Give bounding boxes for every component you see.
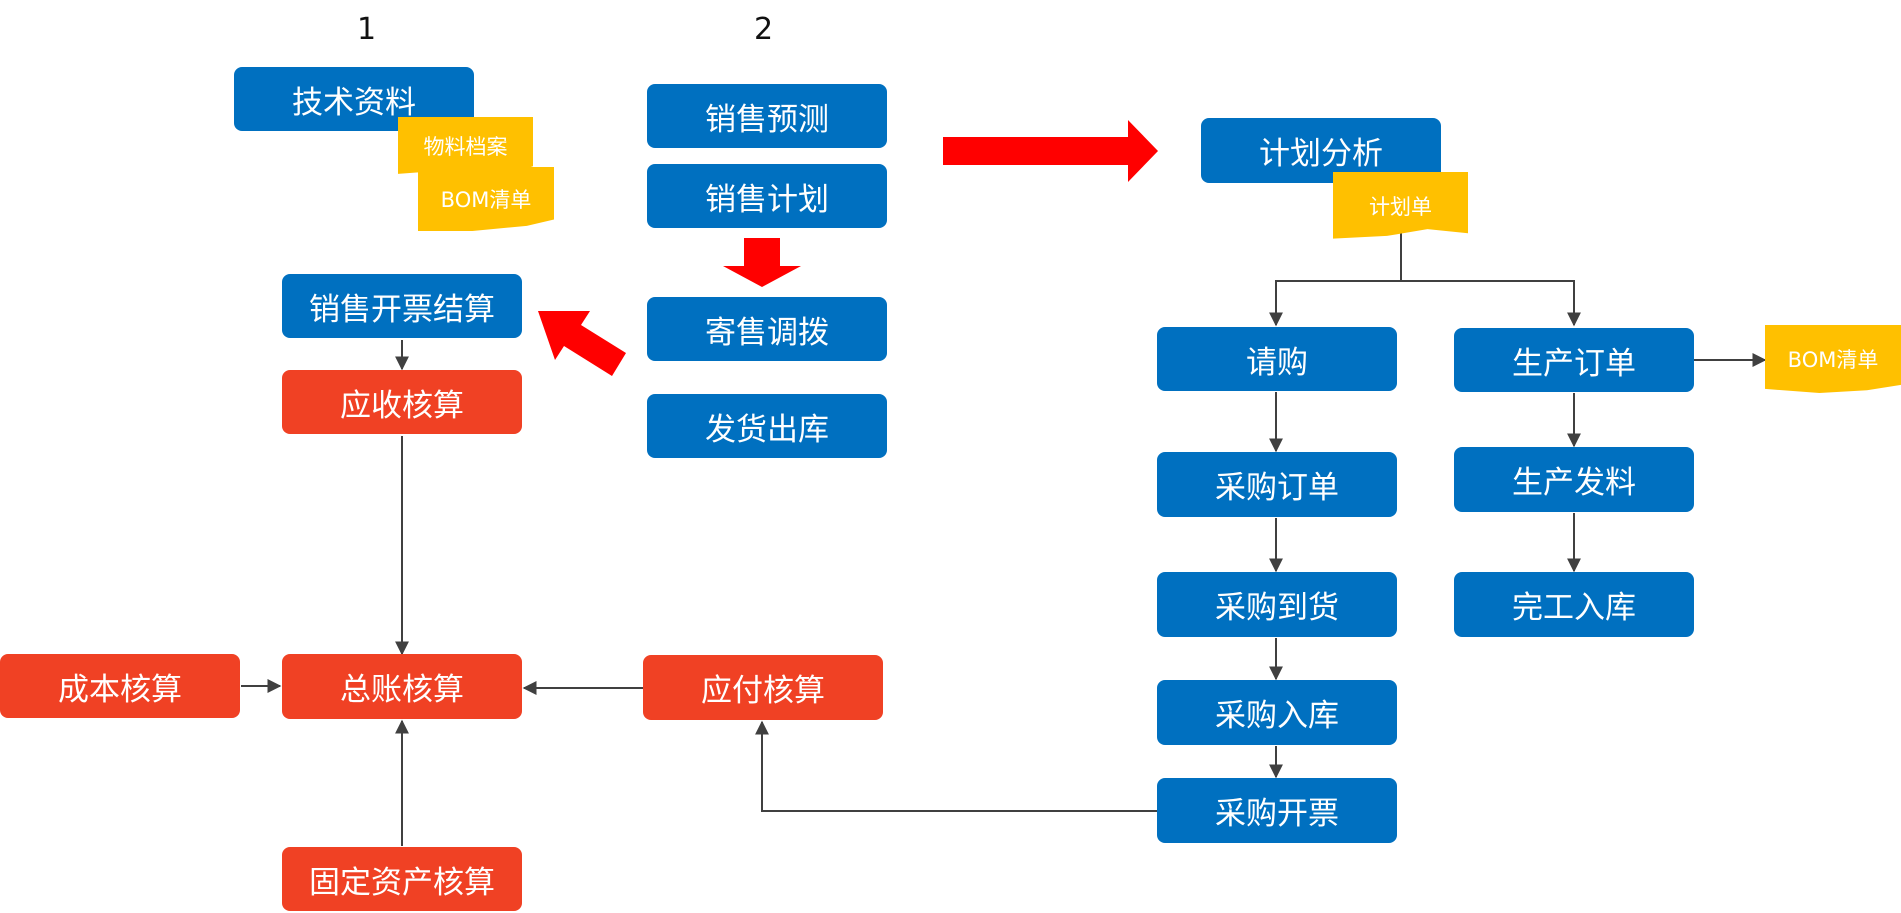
big-diagonal-arrow bbox=[538, 311, 626, 376]
connector-plan-branch-right bbox=[1401, 280, 1581, 327]
bom-list-document-production: BOM清单 bbox=[1765, 325, 1901, 393]
cost-accounting-node: 成本核算 bbox=[0, 654, 240, 718]
purchase-order-node: 采购订单 bbox=[1157, 452, 1397, 517]
general-ledger-node: 总账核算 bbox=[282, 654, 522, 719]
finished-inbound-node: 完工入库 bbox=[1454, 572, 1694, 637]
big-down-arrow bbox=[723, 238, 801, 287]
purchase-inbound-node: 采购入库 bbox=[1157, 680, 1397, 745]
sales-invoice-settlement-node: 销售开票结算 bbox=[282, 274, 522, 338]
purchase-invoice-node: 采购开票 bbox=[1157, 778, 1397, 843]
plan-sheet-document: 计划单 bbox=[1333, 172, 1468, 239]
production-order-node: 生产订单 bbox=[1454, 328, 1694, 392]
step-label-1: 1 bbox=[357, 12, 377, 47]
material-issue-node: 生产发料 bbox=[1454, 447, 1694, 512]
fixed-asset-accounting-node: 固定资产核算 bbox=[282, 847, 522, 911]
purchase-request-node: 请购 bbox=[1157, 327, 1397, 391]
step-label-2: 2 bbox=[754, 12, 774, 47]
material-file-document: 物料档案 bbox=[398, 117, 533, 175]
big-right-arrow bbox=[943, 120, 1158, 182]
consignment-transfer-node: 寄售调拨 bbox=[647, 297, 887, 361]
payable-accounting-node: 应付核算 bbox=[643, 655, 883, 720]
bom-list-document: BOM清单 bbox=[418, 167, 554, 231]
sales-forecast-node: 销售预测 bbox=[647, 84, 887, 148]
receivable-accounting-node: 应收核算 bbox=[282, 370, 522, 434]
purchase-arrival-node: 采购到货 bbox=[1157, 572, 1397, 637]
delivery-outbound-node: 发货出库 bbox=[647, 394, 887, 458]
connector-plan-branch bbox=[1269, 232, 1402, 327]
sales-plan-node: 销售计划 bbox=[647, 164, 887, 228]
connector-purchaseinvoice-to-payable bbox=[755, 720, 1157, 812]
